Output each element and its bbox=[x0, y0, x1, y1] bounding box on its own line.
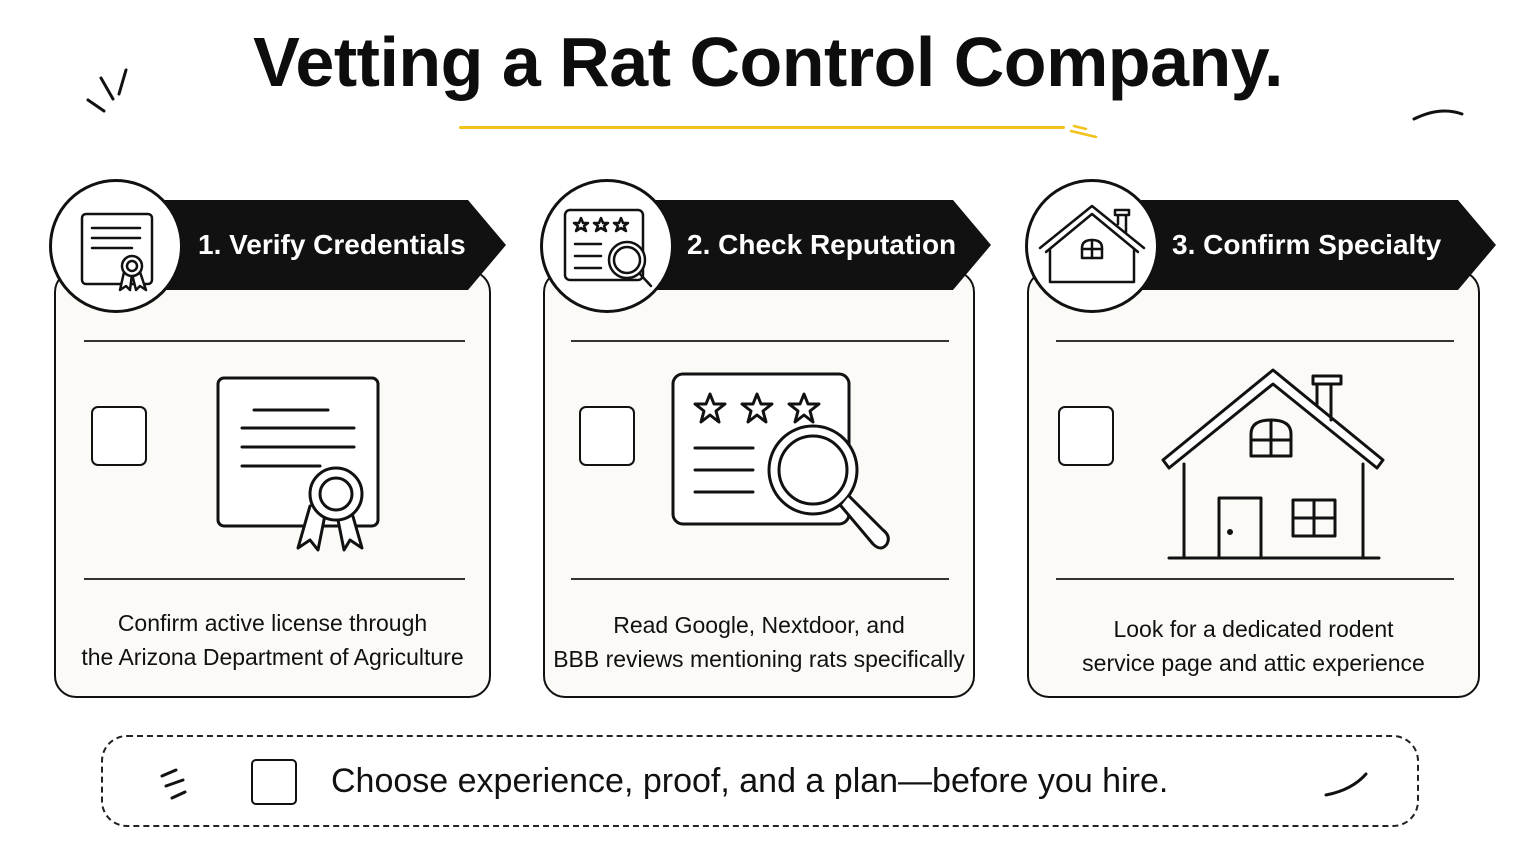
card-divider bbox=[1056, 578, 1454, 580]
summary-box: Choose experience, proof, and a plan—bef… bbox=[101, 735, 1419, 827]
card-divider bbox=[571, 578, 949, 580]
step-icon-circle bbox=[540, 179, 674, 313]
step-description: Read Google, Nextdoor, and BBB reviews m… bbox=[545, 608, 973, 676]
summary-checkbox[interactable] bbox=[251, 759, 297, 805]
step-title: 2. Check Reputation bbox=[687, 229, 957, 260]
step-card-check-reputation: Read Google, Nextdoor, and BBB reviews m… bbox=[543, 270, 975, 698]
step-description-line: Confirm active license through bbox=[117, 610, 428, 636]
certificate-icon bbox=[80, 212, 154, 292]
title-underline bbox=[459, 126, 1065, 129]
page-title: Vetting a Rat Control Company. bbox=[253, 23, 1283, 101]
card-divider bbox=[84, 578, 465, 580]
step-banner: 2. Check Reputation bbox=[635, 200, 995, 290]
step-description: Look for a dedicated rodent service page… bbox=[1029, 612, 1478, 680]
step-description-line: BBB reviews mentioning rats specifically bbox=[553, 646, 965, 672]
summary-text: Choose experience, proof, and a plan—bef… bbox=[331, 762, 1169, 800]
step-card-verify-credentials: Confirm active license through the Arizo… bbox=[54, 270, 491, 698]
step-description-line: the Arizona Department of Agriculture bbox=[81, 644, 464, 670]
review-search-icon bbox=[563, 208, 653, 288]
step-description-line: Look for a dedicated rodent bbox=[1113, 616, 1394, 642]
step-description: Confirm active license through the Arizo… bbox=[56, 606, 489, 674]
step-icon-circle bbox=[1025, 179, 1159, 313]
step-banner: 3. Confirm Specialty bbox=[1120, 200, 1500, 290]
step-checkbox[interactable] bbox=[1058, 406, 1114, 466]
step-card-confirm-specialty: Look for a dedicated rodent service page… bbox=[1027, 270, 1480, 698]
step-checkbox[interactable] bbox=[91, 406, 147, 466]
step-description-line: service page and attic experience bbox=[1082, 650, 1425, 676]
card-divider bbox=[571, 340, 949, 342]
step-banner: 1. Verify Credentials bbox=[150, 200, 510, 290]
card-divider bbox=[84, 340, 465, 342]
step-description-line: Read Google, Nextdoor, and bbox=[613, 612, 905, 638]
review-search-illustration bbox=[671, 372, 890, 550]
step-checkbox[interactable] bbox=[579, 406, 635, 466]
step-title: 1. Verify Credentials bbox=[198, 229, 466, 260]
step-title: 3. Confirm Specialty bbox=[1172, 229, 1442, 260]
step-icon-circle bbox=[49, 179, 183, 313]
house-illustration bbox=[1161, 368, 1385, 560]
house-icon bbox=[1038, 204, 1146, 284]
certificate-illustration bbox=[216, 376, 380, 552]
card-divider bbox=[1056, 340, 1454, 342]
